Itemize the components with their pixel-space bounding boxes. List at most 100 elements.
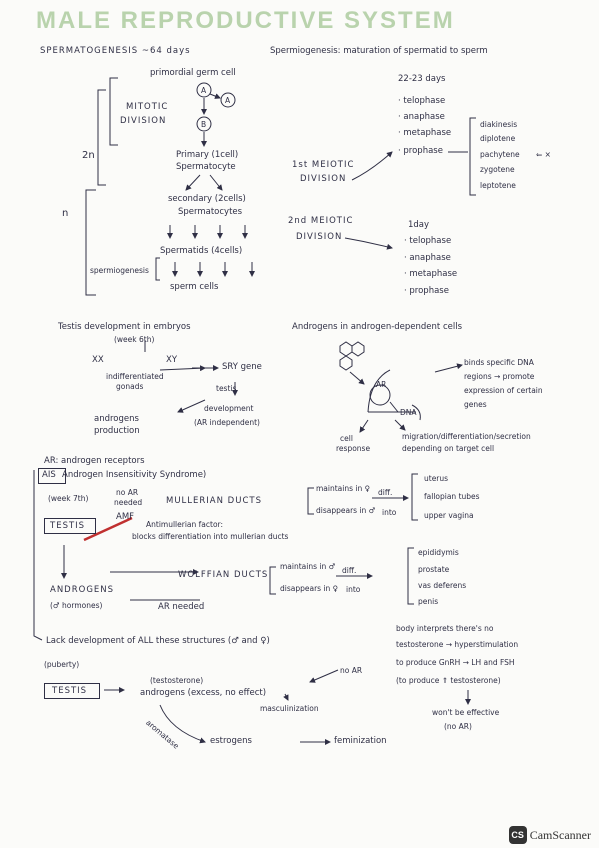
puberty-label: (puberty) xyxy=(44,660,80,669)
phase1-item: · metaphase xyxy=(398,128,452,138)
spermatids-label: Spermatids (4cells) xyxy=(160,246,243,256)
testis-dev-heading: Testis development in embryos xyxy=(58,322,191,332)
no-ar-label-3: (no AR) xyxy=(444,722,472,731)
cell-a2: A xyxy=(225,96,231,105)
mullerian-product: uterus xyxy=(424,474,449,483)
testis-dev-label: testis xyxy=(216,384,237,393)
lack-development-label: Lack development of ALL these structures… xyxy=(46,636,270,646)
body-line: testosterone → hyperstimulation xyxy=(396,640,519,649)
n-label: n xyxy=(62,208,69,219)
camscanner-brand: CamScanner xyxy=(529,827,591,842)
no-ar-needed-label: needed xyxy=(114,498,143,507)
wont-effective-label: won't be effective xyxy=(432,708,500,717)
cell-label: cell xyxy=(340,434,353,443)
ar-definition: AR: androgen receptors xyxy=(44,456,145,466)
camscanner-watermark: CS CamScanner xyxy=(508,826,591,844)
primary-label: Primary (1cell) xyxy=(176,150,239,160)
days-label: 22-23 days xyxy=(398,74,446,84)
secondary-label: secondary (2cells) xyxy=(168,194,246,204)
ais-full-label: Androgen Insensitivity Syndrome) xyxy=(62,470,207,480)
target-cell-label: depending on target cell xyxy=(402,444,495,453)
primordial-label: primordial germ cell xyxy=(150,68,236,78)
androgen-cells-heading: Androgens in androgen-dependent cells xyxy=(292,322,463,332)
dna-label: DNA xyxy=(400,408,417,417)
binds-line: genes xyxy=(464,400,487,409)
sry-gene-label: SRY gene xyxy=(222,362,262,372)
mullerian-product: upper vagina xyxy=(424,511,474,520)
phase2-item: · prophase xyxy=(404,286,449,296)
cell-a1: A xyxy=(201,86,207,95)
xx-label: XX xyxy=(92,355,104,365)
meiotic2-label: 2nd MEIOTIC xyxy=(288,216,354,226)
testis-box xyxy=(44,518,96,534)
week7-label: (week 7th) xyxy=(48,494,89,503)
diff-label: diff. xyxy=(378,488,393,497)
estrogens-label: estrogens xyxy=(210,736,252,746)
ar-label: AR xyxy=(376,380,387,389)
camscanner-logo-icon: CS xyxy=(508,826,527,844)
secondary-spermatocytes-label: Spermatocytes xyxy=(178,207,243,217)
no-ar-label-2: no AR xyxy=(340,666,363,675)
prophase-stage: zygotene xyxy=(480,165,515,174)
wolffian-product: epididymis xyxy=(418,548,459,557)
amf-label: AMF xyxy=(116,512,135,522)
pachytene-mark: ⇐ × xyxy=(536,150,551,159)
binds-line: expression of certain xyxy=(464,386,543,395)
body-line: body interprets there's no xyxy=(396,624,494,633)
spermiogenesis-label: spermiogenesis xyxy=(90,266,149,275)
binds-line: regions → promote xyxy=(464,372,535,381)
prophase-stage: diakinesis xyxy=(480,120,518,129)
disappears-female-label: disappears in ♀ xyxy=(280,584,339,593)
phase1-item: · telophase xyxy=(398,96,446,106)
androgens-excess-label: androgens (excess, no effect) xyxy=(140,688,267,698)
no-ar-label: no AR xyxy=(116,488,139,497)
masculinization-label: masculinization xyxy=(260,704,319,713)
phase2-item: · anaphase xyxy=(404,253,451,263)
gonads-label-2: gonads xyxy=(116,382,144,391)
disappears-male-label: disappears in ♂ xyxy=(316,506,376,515)
feminization-label: feminization xyxy=(334,736,387,746)
male-hormones-label: (♂ hormones) xyxy=(50,601,103,610)
testosterone-small-label: (testosterone) xyxy=(150,676,204,685)
testis-dev-label-3: (AR independent) xyxy=(194,418,260,427)
spermiogenesis-definition: Spermiogenesis: maturation of spermatid … xyxy=(270,46,488,56)
testis-label: TESTIS xyxy=(50,521,86,531)
maintains-female-label: maintains in ♀ xyxy=(316,484,371,493)
mullerian-ducts-label: MULLERIAN DUCTS xyxy=(166,496,262,506)
response-label: response xyxy=(336,444,371,453)
mullerian-product: fallopian tubes xyxy=(424,492,480,501)
prophase-stage: diplotene xyxy=(480,134,516,143)
xy-label: XY xyxy=(166,355,178,365)
testis-dev-label-2: development xyxy=(204,404,254,413)
phase2-item: · metaphase xyxy=(404,269,458,279)
antimullerian-desc: blocks differentiation into mullerian du… xyxy=(132,532,289,541)
testis-label-2: TESTIS xyxy=(52,686,88,696)
ais-label: AIS xyxy=(42,470,56,480)
meiotic1-label-2: DIVISION xyxy=(300,174,347,184)
mitotic-label: MITOTIC xyxy=(126,102,169,112)
two-n-label: 2n xyxy=(82,150,95,161)
binds-line: binds specific DNA xyxy=(464,358,534,367)
androgens-caps-label: ANDROGENS xyxy=(50,585,115,595)
wolffian-ducts-label: WOLFFIAN DUCTS xyxy=(178,570,269,580)
phase1-item: · prophase xyxy=(398,146,443,156)
sperm-cells-label: sperm cells xyxy=(170,282,219,292)
into2-label: into xyxy=(346,585,361,594)
antimullerian-label: Antimullerian factor: xyxy=(146,520,224,529)
meiotic1-label: 1st MEIOTIC xyxy=(292,160,355,170)
oneday-label: 1day xyxy=(408,220,430,230)
body-line: (to produce ⇑ testosterone) xyxy=(396,676,501,685)
meiotic2-label-2: DIVISION xyxy=(296,232,343,242)
cell-b: B xyxy=(201,120,207,129)
spermatogenesis-heading: SPERMATOGENESIS ~64 days xyxy=(40,46,191,56)
wolffian-product: prostate xyxy=(418,565,450,574)
testis-box-2 xyxy=(44,683,100,699)
body-line: to produce GnRH → LH and FSH xyxy=(396,658,515,667)
migration-label: migration/differentiation/secretion xyxy=(402,432,531,441)
phase1-item: · anaphase xyxy=(398,112,445,122)
maintains-male-label: maintains in ♂ xyxy=(280,562,336,571)
production-label: production xyxy=(94,426,140,436)
into-label: into xyxy=(382,508,397,517)
